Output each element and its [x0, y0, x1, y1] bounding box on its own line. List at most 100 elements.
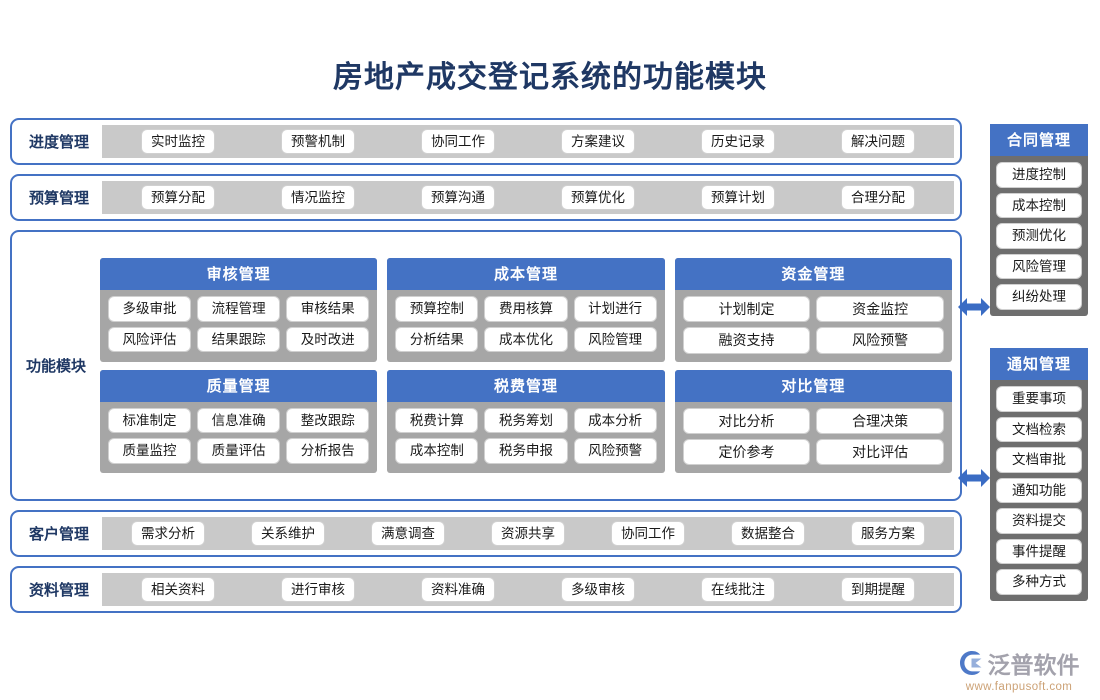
chip-item[interactable]: 情况监控: [281, 184, 355, 211]
chip-item[interactable]: 质量监控: [108, 438, 192, 464]
chip-item[interactable]: 方案建议: [561, 128, 635, 155]
chip-item[interactable]: 文档审批: [996, 447, 1082, 473]
chip-item[interactable]: 预测优化: [996, 223, 1082, 249]
chip-item[interactable]: 资金监控: [816, 296, 944, 323]
chip-item[interactable]: 计划制定: [682, 296, 811, 323]
card-row: 融资支持 风险预警: [682, 327, 944, 354]
logo-main: 泛普软件: [959, 646, 1080, 680]
chip-item[interactable]: 满意调查: [371, 520, 445, 547]
chip-item[interactable]: 需求分析: [131, 520, 205, 547]
chip-item[interactable]: 进度控制: [996, 162, 1082, 188]
card-row: 成本控制 税务申报 风险预警: [395, 438, 657, 464]
chip-item[interactable]: 事件提醒: [996, 538, 1082, 565]
chip-item[interactable]: 协同工作: [611, 520, 685, 547]
chip-item[interactable]: 关系维护: [251, 520, 325, 547]
chip-item[interactable]: 进行审核: [281, 576, 355, 603]
chip-item[interactable]: 纠纷处理: [996, 284, 1082, 310]
chip-item[interactable]: 税费计算: [395, 407, 479, 434]
chip-item[interactable]: 风险预警: [816, 327, 944, 354]
function-module-grid: 审核管理 多级审批 流程管理 审核结果 风险评估 结果跟踪 及时改进: [100, 258, 952, 473]
card-quality-management: 质量管理 标准制定 信息准确 整改跟踪 质量监控 质量评估 分析报告: [100, 369, 378, 473]
chip-item[interactable]: 对比评估: [816, 438, 944, 465]
chip-item[interactable]: 信息准确: [197, 407, 281, 434]
chip-item[interactable]: 预算控制: [395, 296, 479, 322]
card-fund-management: 资金管理 计划制定 资金监控 融资支持 风险预警: [674, 258, 952, 362]
chip-item[interactable]: 重要事项: [996, 386, 1082, 412]
chip-item[interactable]: 风险预警: [573, 438, 657, 464]
chip-item[interactable]: 定价参考: [682, 438, 811, 465]
chip-item[interactable]: 通知功能: [996, 477, 1082, 504]
side-panel-title: 合同管理: [990, 124, 1088, 156]
chip-item[interactable]: 到期提醒: [841, 576, 915, 603]
chip-item[interactable]: 分析报告: [286, 438, 370, 464]
card-body: 税费计算 税务筹划 成本分析 成本控制 税务申报 风险预警: [387, 402, 664, 473]
chip-item[interactable]: 解决问题: [841, 128, 915, 155]
chip-item[interactable]: 融资支持: [682, 327, 811, 354]
chip-item[interactable]: 资源共享: [491, 520, 565, 547]
chip-item[interactable]: 资料提交: [996, 508, 1082, 534]
row-items-strip: 相关资料 进行审核 资料准确 多级审核 在线批注 到期提醒: [102, 573, 954, 606]
chip-item[interactable]: 成本控制: [395, 438, 479, 464]
card-body: 对比分析 合理决策 定价参考 对比评估: [675, 402, 952, 473]
chip-item[interactable]: 多级审批: [108, 296, 192, 322]
chip-item[interactable]: 整改跟踪: [286, 407, 370, 434]
chip-item[interactable]: 预算计划: [701, 184, 775, 211]
chip-item[interactable]: 协同工作: [421, 128, 495, 155]
chip-item[interactable]: 数据整合: [731, 520, 805, 547]
chip-item[interactable]: 文档检索: [996, 416, 1082, 443]
chip-item[interactable]: 预算沟通: [421, 184, 495, 211]
chip-item[interactable]: 预算分配: [141, 184, 215, 211]
chip-item[interactable]: 在线批注: [701, 576, 775, 603]
chip-item[interactable]: 成本分析: [573, 407, 657, 434]
card-body: 计划制定 资金监控 融资支持 风险预警: [675, 290, 952, 361]
card-row: 标准制定 信息准确 整改跟踪: [108, 407, 370, 434]
chip-item[interactable]: 相关资料: [141, 576, 215, 603]
chip-item[interactable]: 多级审核: [561, 576, 635, 603]
chip-item[interactable]: 历史记录: [701, 128, 775, 155]
chip-item[interactable]: 预警机制: [281, 128, 355, 155]
chip-item[interactable]: 费用核算: [484, 296, 568, 322]
card-audit-management: 审核管理 多级审批 流程管理 审核结果 风险评估 结果跟踪 及时改进: [100, 258, 378, 362]
function-module-container: 功能模块 审核管理 多级审批 流程管理 审核结果 风险评估 结果跟踪: [10, 230, 962, 501]
function-module-label: 功能模块: [25, 358, 86, 375]
chip-item[interactable]: 税务筹划: [484, 407, 568, 434]
chip-item[interactable]: 资料准确: [421, 576, 495, 603]
chip-item[interactable]: 成本优化: [484, 326, 568, 353]
chip-item[interactable]: 风险管理: [573, 326, 657, 353]
chip-item[interactable]: 风险管理: [996, 253, 1082, 280]
row-label: 预算管理: [28, 190, 89, 207]
card-row: 计划制定 资金监控: [682, 296, 944, 323]
chip-item[interactable]: 风险评估: [108, 326, 192, 353]
chip-item[interactable]: 多种方式: [996, 569, 1082, 595]
chip-item[interactable]: 合理决策: [816, 407, 944, 434]
chip-item[interactable]: 对比分析: [682, 407, 811, 434]
chip-item[interactable]: 税务申报: [484, 438, 568, 464]
chip-item[interactable]: 质量评估: [197, 438, 281, 464]
card-row: 多级审批 流程管理 审核结果: [108, 296, 370, 322]
logo-url: www.fanpusoft.com: [965, 680, 1073, 693]
card-title: 资金管理: [674, 258, 952, 291]
chip-item[interactable]: 流程管理: [197, 296, 281, 322]
chip-item[interactable]: 实时监控: [141, 128, 215, 155]
chip-item[interactable]: 服务方案: [851, 520, 925, 547]
chip-item[interactable]: 及时改进: [286, 326, 370, 353]
chip-item[interactable]: 预算优化: [561, 184, 635, 211]
card-row: 质量监控 质量评估 分析报告: [108, 438, 370, 464]
chip-item[interactable]: 成本控制: [996, 192, 1082, 219]
chip-item[interactable]: 结果跟踪: [197, 326, 281, 353]
chip-item[interactable]: 分析结果: [395, 326, 479, 353]
chip-item[interactable]: 合理分配: [841, 184, 915, 211]
row-progress-management: 进度管理 实时监控 预警机制 协同工作 方案建议 历史记录 解决问题: [10, 118, 962, 165]
chip-item[interactable]: 标准制定: [108, 407, 192, 434]
card-row: 对比分析 合理决策: [682, 407, 944, 434]
card-body: 多级审批 流程管理 审核结果 风险评估 结果跟踪 及时改进: [100, 290, 377, 361]
card-title: 对比管理: [674, 369, 952, 402]
chip-item[interactable]: 审核结果: [286, 296, 370, 322]
card-tax-management: 税费管理 税费计算 税务筹划 成本分析 成本控制 税务申报 风险预警: [387, 369, 665, 473]
row-items-strip: 需求分析 关系维护 满意调查 资源共享 协同工作 数据整合 服务方案: [102, 517, 954, 550]
row-items-strip: 实时监控 预警机制 协同工作 方案建议 历史记录 解决问题: [102, 125, 954, 158]
chip-item[interactable]: 计划进行: [573, 296, 657, 322]
card-body: 预算控制 费用核算 计划进行 分析结果 成本优化 风险管理: [387, 290, 664, 361]
card-row: 分析结果 成本优化 风险管理: [395, 326, 657, 353]
